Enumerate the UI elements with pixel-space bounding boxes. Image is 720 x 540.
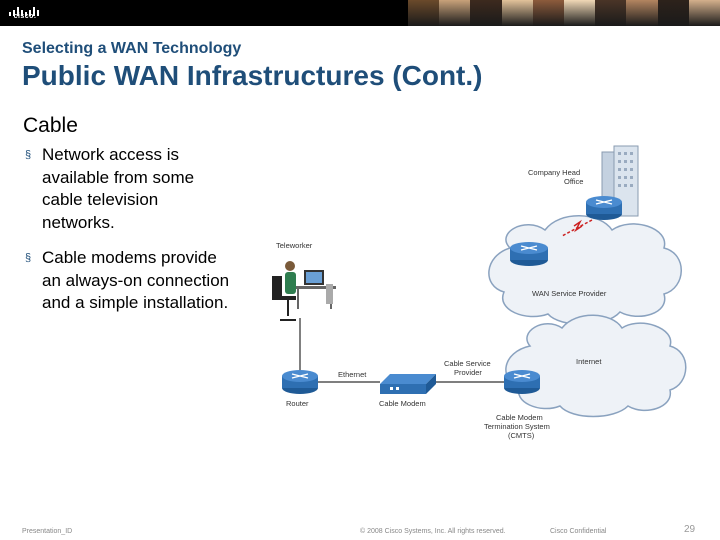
bullet-marker-icon: § [25,149,32,161]
label-company-head-office: Company Head [528,168,580,177]
network-diagram: Company Head Office Teleworker WAN Servi… [272,145,687,440]
header-photo-strip [408,0,720,26]
wan-router-icon [510,242,548,266]
label-cable-service-provider: Cable Service [444,359,491,368]
header-photo [532,0,565,26]
header-photo [564,0,596,26]
header-photo [439,0,471,26]
label-cable-service-provider: Provider [454,368,482,377]
logo-text: cisco. [13,13,37,20]
header-photo [657,0,689,26]
footer-copyright: © 2008 Cisco Systems, Inc. All rights re… [360,528,506,535]
header-photo [626,0,658,26]
bullet-marker-icon: § [25,252,32,264]
bullet-text: Network access is available from some ca… [42,145,195,232]
head-office-router-icon [586,196,622,220]
page-number: 29 [684,524,696,535]
label-teleworker: Teleworker [276,241,313,250]
internet-cloud [505,314,687,418]
header-photo [501,0,533,26]
footer-confidential: Cisco Confidential [550,528,607,535]
cable-modem-icon [380,374,436,394]
footer-presentation-id: Presentation_ID [22,528,73,535]
section-heading: Cable [23,114,78,137]
label-wan-service-provider: WAN Service Provider [532,289,607,298]
label-cmts: (CMTS) [508,431,535,440]
label-ethernet: Ethernet [338,370,367,379]
cisco-bars-icon [9,7,39,16]
slide-subtitle: Selecting a WAN Technology [22,40,242,57]
wan-service-provider-cloud [488,215,682,325]
bullet-text: Cable modems provide an always-on connec… [42,248,230,312]
slide-title: Public WAN Infrastructures (Cont.) [22,60,483,91]
label-company-head-office: Office [564,177,583,186]
header-photo [688,0,720,26]
label-internet: Internet [576,357,602,366]
network-links [299,219,593,383]
header-photo [595,0,627,26]
teleworker-router-icon [282,370,318,394]
cisco-logo: cisco. [8,4,42,22]
label-cable-modem: Cable Modem [379,399,426,408]
header-photo [408,0,440,26]
label-router: Router [286,399,309,408]
header-photo [470,0,502,26]
cmts-router-icon [504,370,540,394]
label-cmts: Cable Modem [496,413,543,422]
label-cmts: Termination System [484,422,550,431]
teleworker-icon [272,261,336,321]
header-bar: cisco. [0,0,720,26]
